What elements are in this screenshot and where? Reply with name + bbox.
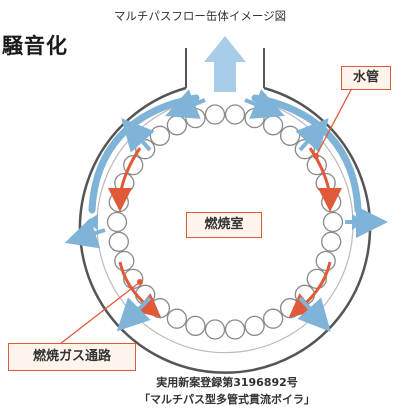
water-tube <box>204 319 226 340</box>
water-tube <box>224 104 246 125</box>
water-tube-label: 水管 <box>341 66 391 90</box>
water-tube <box>185 315 206 337</box>
water-tube <box>204 104 226 125</box>
product-name: 「マルチパス型多管式貫流ボイラ」 <box>139 393 315 406</box>
water-tube <box>166 115 188 136</box>
water-tube <box>322 211 344 233</box>
water-tube <box>166 308 188 329</box>
water-tube <box>244 315 265 337</box>
water-tube <box>149 298 171 319</box>
boiler-shell <box>78 48 372 374</box>
page-heading-fragment: 騒音化 <box>2 34 68 58</box>
label-leader-lines <box>59 87 353 345</box>
diagram-caption: マルチパスフロー缶体イメージ図 <box>113 9 287 23</box>
combustion-gas-path-label: 燃焼ガス通路 <box>8 343 136 371</box>
water-tube <box>279 125 301 146</box>
water-tube <box>224 319 246 340</box>
water-tube <box>114 250 135 272</box>
water-tube <box>315 250 336 272</box>
water-tube <box>262 115 284 136</box>
water-tube <box>106 211 128 233</box>
combustion-chamber-label: 燃焼室 <box>186 212 262 238</box>
water-tube <box>321 231 342 252</box>
water-tube <box>185 107 206 129</box>
water-tube <box>262 308 284 329</box>
water-tube <box>108 231 129 252</box>
utility-model-registration: 実用新案登録第3196892号 <box>156 376 298 389</box>
water-tube <box>149 125 171 146</box>
inner-flow-arrows <box>64 89 388 332</box>
water-tube <box>279 298 301 319</box>
water-tube <box>244 107 265 129</box>
exhaust-arrow <box>204 36 246 92</box>
